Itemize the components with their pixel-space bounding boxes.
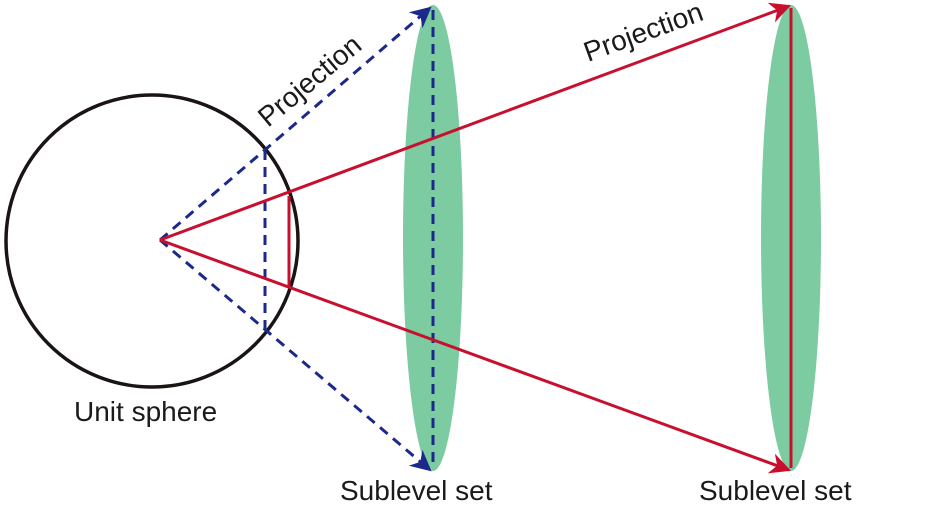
projection-label-red: Projection [579, 0, 707, 68]
red-lower-projection-arrow [159, 238, 791, 474]
unit-sphere-label: Unit sphere [74, 396, 217, 427]
blue-projection-group [159, 6, 435, 472]
projection-label-blue: Projection [252, 29, 367, 133]
blue-lower-projection-arrow [159, 238, 432, 472]
sublevel-set-near-label: Sublevel set [340, 475, 493, 506]
unit-sphere-circle [4, 93, 300, 389]
blue-upper-projection-arrow [159, 6, 432, 242]
sublevel-set-far-label: Sublevel set [699, 475, 852, 506]
red-projection-group [159, 2, 793, 474]
red-upper-projection-arrow [159, 2, 791, 242]
